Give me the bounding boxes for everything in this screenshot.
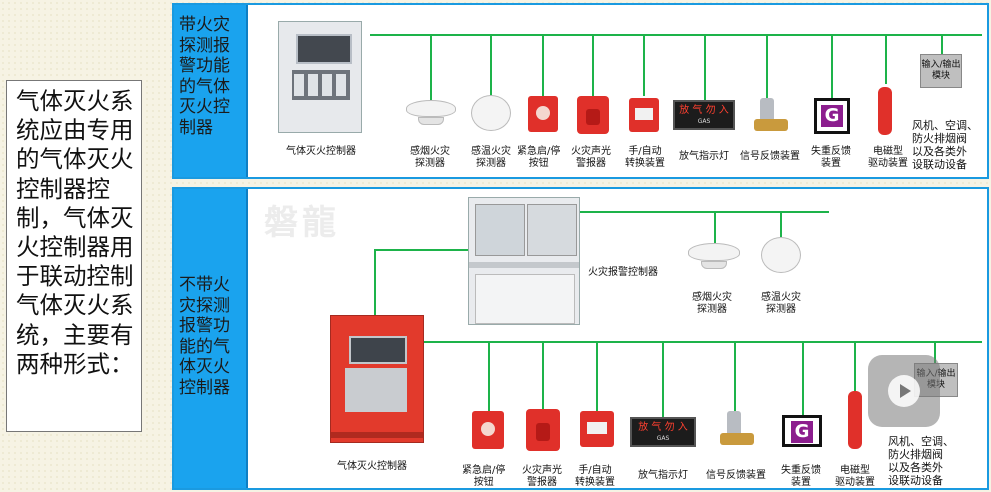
io-module-box: 输入/输出模块 bbox=[920, 54, 962, 88]
top-feedback-label: 信号反馈装置 bbox=[740, 151, 800, 162]
bottom-weight-label: 失重反馈装置 bbox=[781, 465, 821, 488]
heat-detector-icon bbox=[471, 95, 511, 131]
smoke-detector-base bbox=[418, 117, 444, 125]
alarm-sounder-icon bbox=[577, 96, 609, 134]
bottom-drop-switch bbox=[596, 341, 598, 411]
watermark-logo: 磐龍 bbox=[264, 203, 340, 243]
bottom-alarm-label: 火灾声光警报器 bbox=[522, 465, 562, 488]
top-button-label: 紧急启/停按钮 bbox=[517, 146, 561, 169]
bottom-manual-auto-switch-icon bbox=[580, 411, 614, 447]
solenoid-driver-icon bbox=[878, 87, 892, 135]
bottom-drop-module bbox=[934, 341, 936, 363]
bottom-lamp-sub-text: GAS bbox=[656, 435, 670, 442]
bottom-heat-label: 感温火灾探测器 bbox=[761, 292, 801, 315]
panel-with-fire-detection: 带火灾探测报警功能的气体灭火控制器 气体灭火控制器 感烟火灾探测器 感温火灾探测… bbox=[172, 3, 989, 179]
top-drop-module bbox=[941, 34, 943, 54]
bottom-drop-button bbox=[488, 341, 490, 411]
manual-auto-switch-icon bbox=[629, 98, 659, 132]
bottom-drop-heat bbox=[780, 211, 782, 237]
play-icon bbox=[888, 375, 920, 407]
bottom-drop-smoke bbox=[714, 211, 716, 243]
panel-bottom-label: 不带火灾探测报警功能的气体灭火控制器 bbox=[174, 189, 248, 488]
top-alarm-label: 火灾声光警报器 bbox=[571, 146, 611, 169]
bottom-drop-alarm bbox=[542, 341, 544, 411]
panel-top-label: 带火灾探测报警功能的气体灭火控制器 bbox=[174, 5, 248, 177]
bottom-link-horizontal bbox=[374, 249, 469, 251]
weight-loss-feedback-icon: G bbox=[814, 98, 850, 134]
bottom-alarm-controller-label: 火灾报警控制器 bbox=[588, 267, 658, 278]
top-lamp-label: 放气指示灯 bbox=[679, 151, 729, 162]
top-drop-solenoid bbox=[885, 34, 887, 84]
bottom-smoke-label: 感烟火灾探测器 bbox=[692, 292, 732, 315]
bottom-drop-lamp bbox=[662, 341, 664, 417]
bottom-alarm-sounder-icon bbox=[526, 409, 560, 451]
bottom-feedback-label: 信号反馈装置 bbox=[706, 470, 766, 481]
fire-alarm-controller-console bbox=[468, 197, 580, 325]
top-controller-label: 气体灭火控制器 bbox=[286, 146, 356, 157]
top-drop-alarm bbox=[592, 34, 594, 96]
bottom-drop-weight bbox=[802, 341, 804, 415]
gas-extinguishing-controller-bottom bbox=[330, 315, 424, 443]
bottom-feedback-brass-fitting bbox=[720, 433, 754, 445]
bottom-lamp-text: 放 气 勿 入 bbox=[638, 422, 688, 433]
top-bus-wire bbox=[370, 34, 982, 36]
top-switch-label: 手/自动转换装置 bbox=[625, 146, 665, 169]
top-drop-lamp bbox=[704, 34, 706, 100]
bottom-equipment-label: 风机、空调、防火排烟阀以及各类外设联动设备 bbox=[888, 435, 954, 487]
top-weight-label: 失重反馈装置 bbox=[811, 146, 851, 169]
bottom-discharge-indicator-lamp: 放 气 勿 入 GAS bbox=[630, 417, 696, 447]
intro-text-box: 气体灭火系统应由专用的气体灭火控制器控制，气体灭火控制器用于联动控制气体灭火系统… bbox=[6, 80, 142, 432]
bottom-upper-bus bbox=[579, 211, 829, 213]
smoke-detector-icon bbox=[406, 100, 456, 117]
bottom-lamp-label: 放气指示灯 bbox=[638, 470, 688, 481]
top-drop-smoke bbox=[430, 34, 432, 100]
bottom-emergency-button-icon bbox=[472, 411, 504, 449]
video-play-overlay[interactable] bbox=[868, 355, 940, 427]
bottom-heat-detector-icon bbox=[761, 237, 801, 273]
top-drop-feedback bbox=[766, 34, 768, 98]
bottom-button-label: 紧急启/停按钮 bbox=[462, 465, 506, 488]
bottom-smoke-detector-icon bbox=[688, 243, 740, 261]
top-drop-weight bbox=[831, 34, 833, 98]
top-smoke-label: 感烟火灾探测器 bbox=[410, 146, 450, 169]
discharge-indicator-lamp: 放 气 勿 入 GAS bbox=[673, 100, 735, 130]
bottom-weight-loss-feedback-icon: G bbox=[782, 415, 822, 447]
bottom-link-vertical bbox=[374, 249, 376, 317]
top-drop-switch bbox=[643, 34, 645, 96]
top-solenoid-label: 电磁型驱动装置 bbox=[868, 146, 908, 169]
top-drop-heat bbox=[490, 34, 492, 96]
bottom-drop-solenoid bbox=[854, 341, 856, 391]
bottom-solenoid-label: 电磁型驱动装置 bbox=[835, 465, 875, 488]
bottom-gas-controller-label: 气体灭火控制器 bbox=[337, 461, 407, 472]
bottom-g-letter: G bbox=[791, 421, 813, 443]
top-drop-button bbox=[542, 34, 544, 96]
g-letter: G bbox=[821, 105, 843, 127]
feedback-brass-fitting bbox=[754, 119, 788, 131]
emergency-button-icon bbox=[528, 96, 558, 132]
lamp-sub-text: GAS bbox=[697, 118, 711, 125]
bottom-lower-bus bbox=[424, 341, 982, 343]
panel-without-fire-detection: 不带火灾探测报警功能的气体灭火控制器 磐龍 火灾报警控制器 感烟火灾探测器 感温… bbox=[172, 187, 989, 490]
bottom-solenoid-driver-icon bbox=[848, 391, 862, 449]
bottom-switch-label: 手/自动转换装置 bbox=[575, 465, 615, 488]
top-heat-label: 感温火灾探测器 bbox=[471, 146, 511, 169]
bottom-smoke-detector-base bbox=[701, 261, 727, 269]
top-module-label: 输入/输出模块 bbox=[921, 60, 961, 81]
top-equipment-label: 风机、空调、防火排烟阀以及各类外设联动设备 bbox=[912, 119, 978, 171]
gas-extinguishing-controller-top bbox=[278, 21, 362, 133]
bottom-drop-feedback bbox=[734, 341, 736, 411]
lamp-text: 放 气 勿 入 bbox=[679, 105, 729, 116]
